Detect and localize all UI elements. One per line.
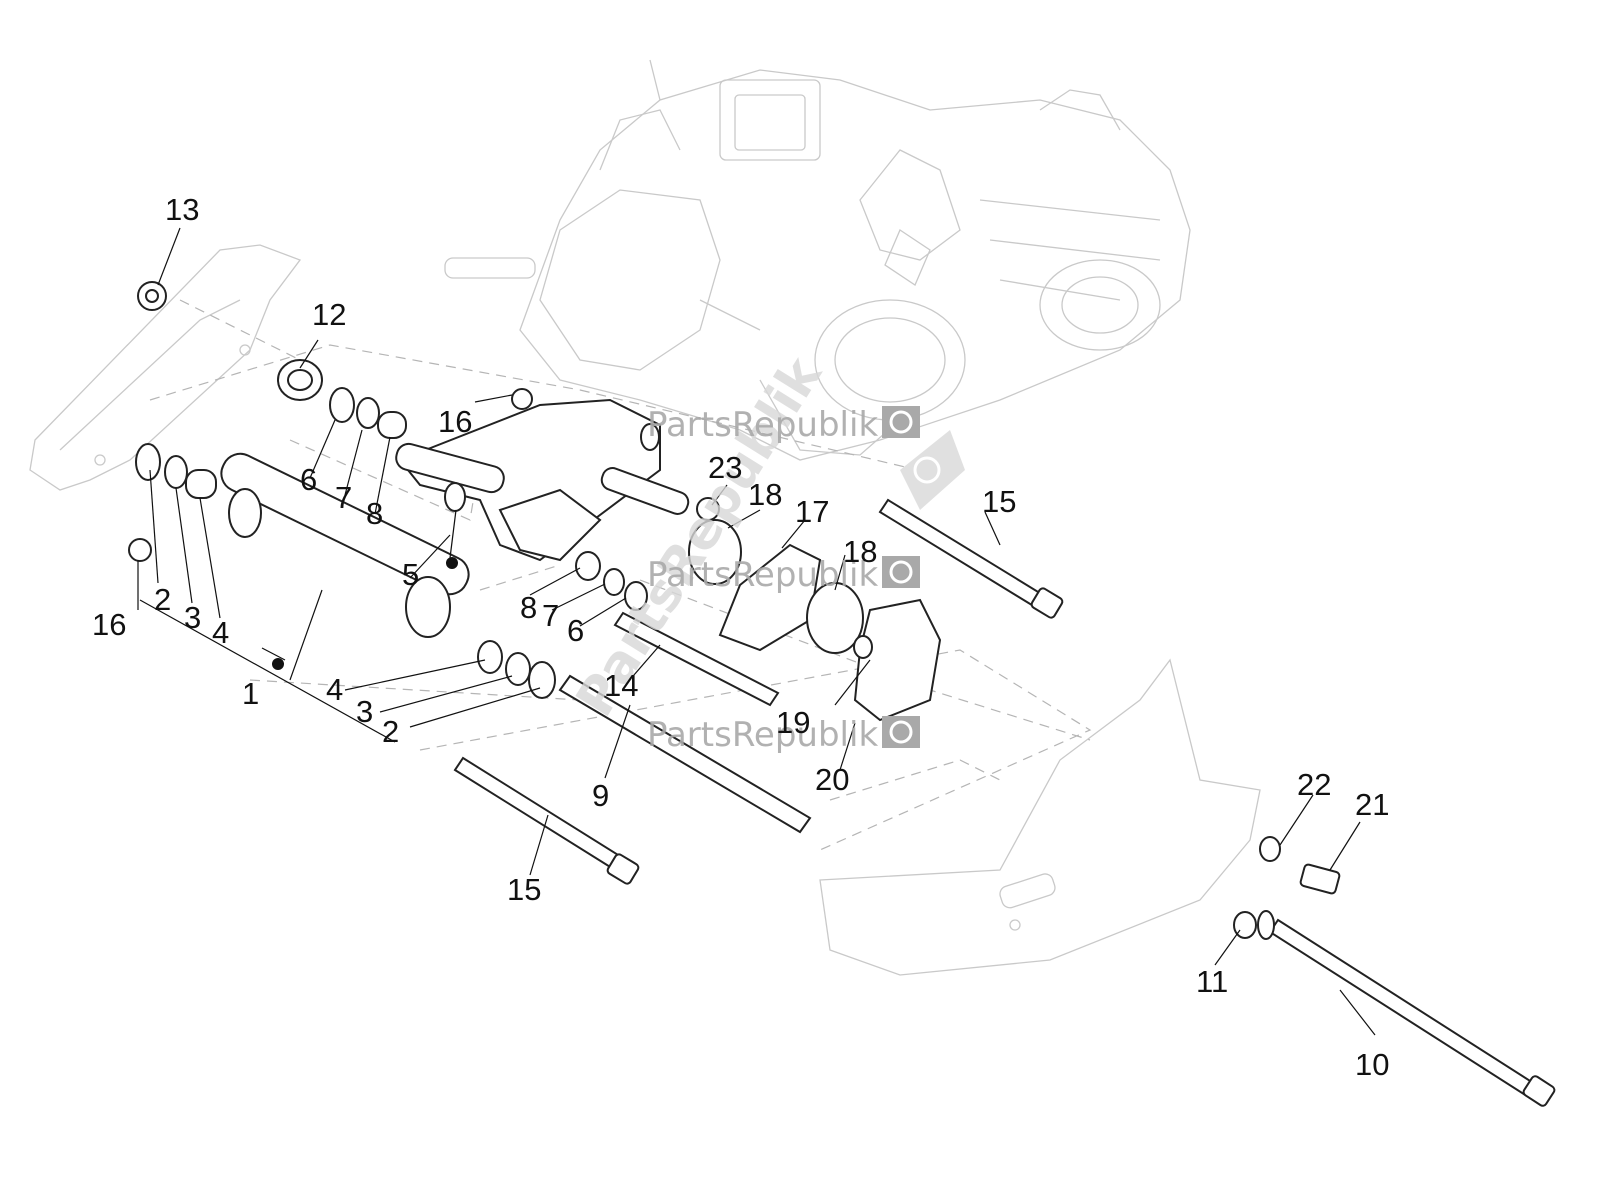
callout-20: 20 (815, 762, 849, 797)
callout-7-mid: 7 (542, 598, 559, 633)
swing-arm-part-5 (395, 398, 690, 562)
callout-2-left: 2 (154, 582, 171, 617)
bullet-dot-icon (446, 557, 458, 569)
gear-icon (882, 556, 920, 588)
leader-lines (137, 227, 1376, 1036)
callout-22: 22 (1297, 767, 1331, 802)
callout-18-mid: 18 (843, 534, 877, 569)
bullet-dot-icon (272, 658, 284, 670)
watermark-text-2: PartsRepublik (647, 555, 878, 595)
callout-7-top: 7 (335, 480, 352, 515)
callout-8-mid: 8 (520, 590, 537, 625)
frame-plate-ghost (819, 658, 1261, 976)
callout-23: 23 (708, 450, 742, 485)
pivot-shaft-part-1 (220, 452, 470, 638)
callout-6-top: 6 (300, 462, 317, 497)
callout-21: 21 (1355, 787, 1389, 822)
callout-labels: 13 12 16 6 7 8 23 18 17 15 18 5 8 7 6 2 … (92, 192, 1389, 1082)
callout-11: 11 (1196, 964, 1228, 999)
callout-5: 5 (402, 557, 419, 592)
callout-15-bottom: 15 (507, 872, 541, 907)
callout-1: 1 (242, 676, 259, 711)
bearing-set-left (135, 387, 648, 699)
callout-16-top: 16 (438, 404, 472, 439)
callout-16-left: 16 (92, 607, 126, 642)
callout-8-top: 8 (366, 496, 383, 531)
gear-icon (882, 406, 920, 438)
callout-4-left: 4 (212, 615, 229, 650)
callout-13: 13 (165, 192, 199, 227)
callout-17: 17 (795, 494, 829, 529)
engine-ghost-outline (444, 59, 1191, 461)
damper-group (688, 519, 942, 722)
callout-6-mid: 6 (567, 613, 584, 648)
frame-bracket-ghost (29, 244, 302, 491)
gear-icon (900, 430, 965, 510)
bolts-and-rods (453, 498, 1556, 1107)
callout-3-left: 3 (184, 600, 201, 635)
callout-15-right: 15 (982, 484, 1016, 519)
callout-2-bottom: 2 (382, 714, 399, 749)
watermark-text-1: PartsRepublik (647, 405, 878, 445)
callout-3-bottom: 3 (356, 694, 373, 729)
callout-9: 9 (592, 778, 609, 813)
callout-18-top: 18 (748, 477, 782, 512)
callout-4-bottom: 4 (326, 672, 343, 707)
callout-19: 19 (776, 705, 810, 740)
gear-icon (882, 716, 920, 748)
watermark-text-3: PartsRepublik (647, 715, 878, 755)
callout-12: 12 (312, 297, 346, 332)
callout-10: 10 (1355, 1047, 1389, 1082)
callout-14: 14 (604, 668, 638, 703)
